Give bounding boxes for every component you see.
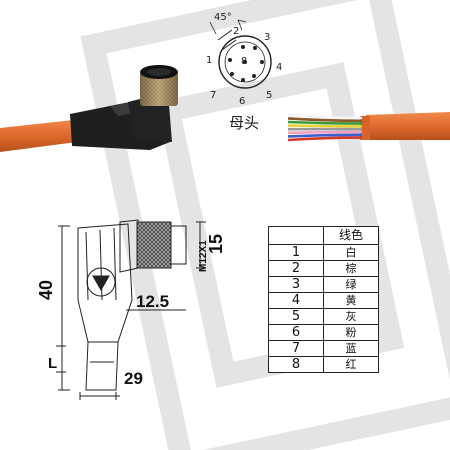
wire-color-cell: 白	[323, 244, 379, 261]
length-dimension: L	[48, 355, 57, 372]
pin-number-cell: 5	[268, 308, 324, 325]
height-dimension: 40	[36, 280, 56, 300]
pin-1-dot	[228, 58, 232, 62]
wire-4	[287, 124, 363, 128]
stripped-cable-photo	[287, 112, 450, 142]
watermark-logo	[80, 0, 450, 450]
wire-7	[287, 133, 363, 138]
wire-color-header: 线色	[323, 226, 379, 245]
pin-number-cell: 7	[268, 340, 324, 357]
pin-number-cell: 6	[268, 324, 324, 341]
wire-color-cell: 黄	[323, 292, 379, 309]
connector-face-caption: 母头	[229, 114, 259, 132]
dimension-drawing	[56, 219, 206, 400]
wire-3	[287, 120, 363, 125]
table-header-row: 线色	[268, 226, 379, 245]
wire-color-cell: 红	[323, 356, 379, 373]
pin-number-cell: 2	[268, 260, 324, 277]
connector-photo	[0, 65, 178, 152]
depth-dimension: 29	[124, 369, 143, 388]
pin-2-label: 2	[233, 26, 239, 37]
pin-8-dot	[243, 60, 247, 64]
wire-6	[287, 130, 363, 135]
wire-color-cell: 蓝	[323, 340, 379, 357]
pin-1-label: 1	[206, 55, 212, 66]
pin-6-dot	[241, 78, 245, 82]
angle-label: 45°	[214, 12, 232, 23]
pin-3-label: 3	[264, 32, 270, 43]
pin-7-label: 7	[210, 90, 216, 101]
pin-6-label: 6	[239, 96, 245, 107]
wire-1	[287, 113, 363, 120]
wire-color-cell: 棕	[323, 260, 379, 277]
wire-8	[287, 136, 363, 142]
header-blank-cell	[268, 226, 324, 245]
pin-number-cell: 1	[268, 244, 324, 261]
pin-5-label: 5	[266, 90, 272, 101]
pin-number-cell: 8	[268, 356, 324, 373]
pin-number-cell: 3	[268, 276, 324, 293]
wire-2	[287, 117, 363, 123]
thread-dimension: M12X1	[198, 240, 209, 272]
pin-3-dot	[253, 46, 257, 50]
pin-number-cell: 4	[268, 292, 324, 309]
wire-color-cell: 绿	[323, 276, 379, 293]
pin-4-label: 4	[276, 62, 282, 73]
dimension-labels: 40 15 M12X1 12.5 29 L	[36, 234, 226, 388]
pin-7-dot	[230, 72, 234, 76]
pin-5-dot	[252, 74, 256, 78]
wire-color-cell: 粉	[323, 324, 379, 341]
wire-color-cell: 灰	[323, 308, 379, 325]
width-dimension: 15	[206, 234, 226, 254]
pin-2-dot	[241, 45, 245, 49]
connector-face: 45° 1 2 3 4 5 6 7 8 母头	[206, 12, 282, 132]
offset-dimension: 12.5	[136, 292, 169, 311]
pin-8-label: 8	[241, 56, 247, 67]
pin-4-dot	[260, 60, 264, 64]
